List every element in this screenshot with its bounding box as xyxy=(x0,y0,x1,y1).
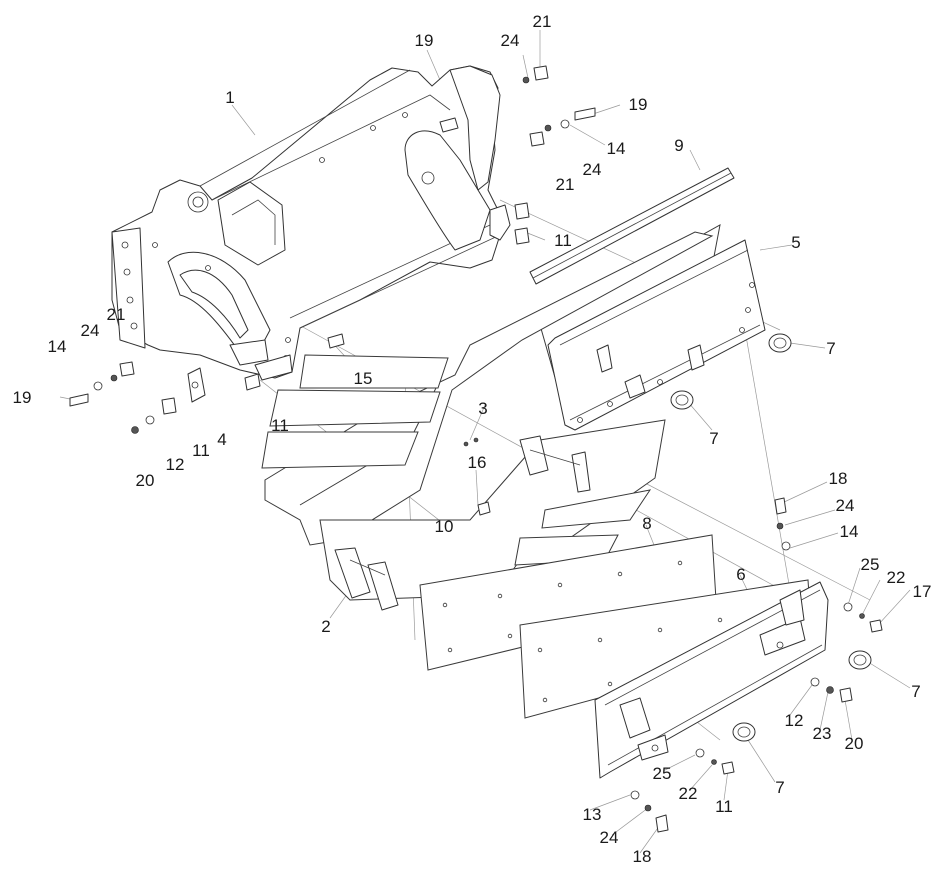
callout-20b: 20 xyxy=(845,734,864,753)
part-9-rail xyxy=(529,167,735,285)
callout-13: 13 xyxy=(583,805,602,824)
part-6-lower-panel xyxy=(519,579,813,719)
callout-19c: 19 xyxy=(13,388,32,407)
callout-16: 16 xyxy=(468,453,487,472)
part-4-small-bracket xyxy=(187,367,206,403)
callout-24a: 24 xyxy=(501,31,520,50)
callout-21a: 21 xyxy=(533,12,552,31)
part-2-bracket xyxy=(334,547,399,611)
callout-11b: 11 xyxy=(271,416,289,435)
part-5-upper-panel xyxy=(539,224,766,431)
part-1-drum-housing xyxy=(111,65,511,381)
callout-14a: 14 xyxy=(607,139,626,158)
callout-22b: 22 xyxy=(679,784,698,803)
bottom-frame xyxy=(594,581,829,779)
callout-21c: 21 xyxy=(107,305,126,324)
part-8-bracket xyxy=(519,435,591,493)
callout-2: 2 xyxy=(321,617,330,636)
callout-12b: 12 xyxy=(785,711,804,730)
callout-7d: 7 xyxy=(775,778,784,797)
callout-24c: 24 xyxy=(81,321,100,340)
callout-24b: 24 xyxy=(583,160,602,179)
fasteners xyxy=(69,65,883,833)
callout-6: 6 xyxy=(736,565,745,584)
callout-9: 9 xyxy=(674,136,683,155)
callout-25a: 25 xyxy=(861,555,880,574)
callout-4: 4 xyxy=(217,430,226,449)
callout-25b: 25 xyxy=(653,764,672,783)
callout-24d: 24 xyxy=(836,496,855,515)
callout-labels: 1 19 24 21 19 14 24 21 9 11 5 7 7 21 24 … xyxy=(13,12,932,866)
callout-11a: 11 xyxy=(554,231,572,250)
callout-18a: 18 xyxy=(829,469,848,488)
part-3-outline-sheet xyxy=(261,231,714,546)
callout-14c: 14 xyxy=(840,522,859,541)
callout-24e: 24 xyxy=(600,828,619,847)
callout-20a: 20 xyxy=(136,471,155,490)
callout-7c: 7 xyxy=(911,682,920,701)
callout-1: 1 xyxy=(225,88,234,107)
callout-21b: 21 xyxy=(556,175,575,194)
callout-11c: 11 xyxy=(192,441,210,460)
callout-19b: 19 xyxy=(629,95,648,114)
callout-17: 17 xyxy=(913,582,932,601)
callout-5: 5 xyxy=(791,233,800,252)
callout-19a: 19 xyxy=(415,31,434,50)
callout-8: 8 xyxy=(642,514,651,533)
callout-7b: 7 xyxy=(709,429,718,448)
callout-22a: 22 xyxy=(887,568,906,587)
part-7-caps xyxy=(670,333,872,742)
callout-11d: 11 xyxy=(715,797,733,816)
callout-12a: 12 xyxy=(166,455,185,474)
callout-7a: 7 xyxy=(826,339,835,358)
callout-14b: 14 xyxy=(48,337,67,356)
callout-18b: 18 xyxy=(633,847,652,866)
callout-15: 15 xyxy=(354,369,373,388)
callout-10: 10 xyxy=(435,517,454,536)
callout-3: 3 xyxy=(478,399,487,418)
callout-23: 23 xyxy=(813,724,832,743)
